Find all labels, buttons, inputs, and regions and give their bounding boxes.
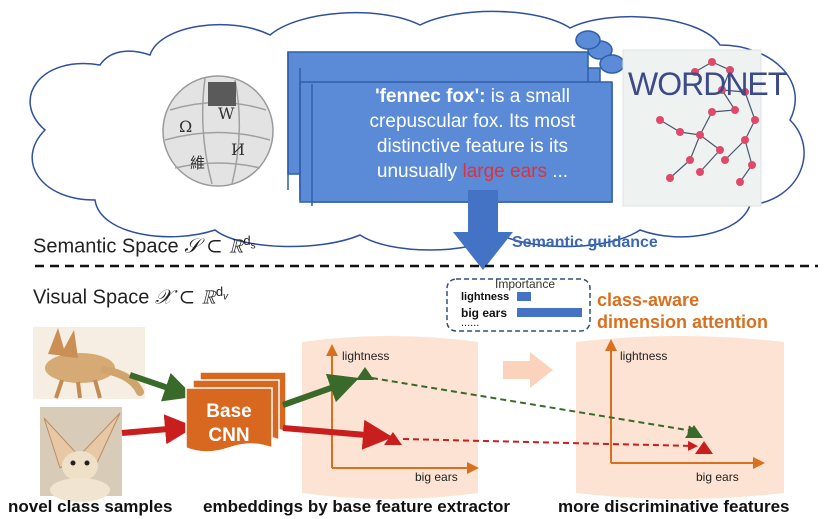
description-line1: is a small <box>485 86 570 107</box>
description-line4-pre: unusually <box>376 161 463 182</box>
base-cnn-block <box>185 371 287 453</box>
description-line2: crepuscular fox. Its most <box>369 111 576 132</box>
semantic-space-label: Semantic Space 𝒮 ⊂ ℝds <box>33 233 256 259</box>
discriminative-panel <box>576 336 784 499</box>
attention-label-lightness: lightness <box>461 291 510 303</box>
semantic-space-sup: ds <box>243 233 255 252</box>
wordnet-graph-icon <box>622 49 762 207</box>
attention-bar-lightness <box>517 292 531 301</box>
semantic-space-math: 𝒮 ⊂ ℝ <box>184 233 244 258</box>
wikipedia-globe-icon <box>162 75 274 187</box>
caption-embeddings: embeddings by base feature extractor <box>203 497 511 516</box>
base-cnn-label-line1: Base <box>206 401 252 422</box>
feature-point-green-discriminative <box>685 425 703 438</box>
wiki-glyph-wei: 維 <box>190 154 206 172</box>
description-highlight: large ears <box>462 161 547 182</box>
visual-space-sub: v <box>223 291 229 303</box>
semantic-guidance-label: Semantic guidance <box>512 234 658 251</box>
panel-transition-arrow <box>503 352 553 388</box>
attention-label-big-ears: big ears <box>461 306 508 320</box>
embedding-x-axis-label: big ears <box>415 470 458 484</box>
fennec-fox-description: 'fennec fox': is a small crepuscular fox… <box>330 84 615 184</box>
base-cnn-label: Base CNN <box>190 400 268 448</box>
visual-space-text: Visual Space <box>33 286 150 309</box>
embedding-arrow-red <box>282 419 393 450</box>
input-arrow-red <box>121 414 195 445</box>
description-keyword: 'fennec fox': <box>375 86 486 107</box>
fennec-fox-photo-running <box>33 327 145 399</box>
semantic-space-text: Semantic Space <box>33 235 179 258</box>
discriminative-x-axis-label: big ears <box>696 470 739 484</box>
attention-caption-line1: class-aware <box>597 290 700 310</box>
input-arrow-green <box>129 372 195 402</box>
attention-ellipsis: ...... <box>461 317 480 329</box>
visual-space-label: Visual Space 𝒳 ⊂ ℝdv <box>33 284 228 310</box>
visual-space-sup-d: d <box>215 284 224 299</box>
wordnet-label: WORDNET <box>628 66 787 102</box>
wiki-glyph-i: И <box>231 140 245 159</box>
description-line4-post: ... <box>546 161 569 182</box>
semantic-space-sup-d: d <box>243 233 251 248</box>
attention-bar-big-ears <box>517 308 582 317</box>
discriminative-y-axis-label: lightness <box>620 349 668 363</box>
base-cnn-label-line2: CNN <box>208 425 250 446</box>
caption-novel-samples: novel class samples <box>8 497 173 516</box>
description-line3: distinctive feature is its <box>376 136 569 157</box>
semantic-guidance-arrow <box>453 190 513 270</box>
visual-space-sup: dv <box>215 284 228 303</box>
feature-point-red-discriminative <box>695 441 713 454</box>
semantic-space-sub: s <box>250 240 256 252</box>
feature-point-red-embedding <box>384 432 402 445</box>
mapping-arrow-red <box>402 438 698 451</box>
feature-point-green-embedding <box>356 367 374 380</box>
embedding-y-axis-label: lightness <box>342 349 390 363</box>
description-scroll <box>287 30 625 206</box>
fennec-fox-photo-sitting <box>40 407 122 502</box>
embedding-arrow-green <box>281 373 360 408</box>
attention-caption-line2: dimension attention <box>597 312 768 332</box>
caption-discriminative: more discriminative features <box>558 497 790 516</box>
attention-box <box>446 278 591 332</box>
visual-space-math: 𝒳 ⊂ ℝ <box>154 284 216 309</box>
wiki-glyph-omega: Ω <box>179 117 193 136</box>
attention-title: Importance <box>495 277 556 291</box>
mapping-arrow-green <box>371 377 698 436</box>
wiki-glyph-w: W <box>218 104 235 123</box>
